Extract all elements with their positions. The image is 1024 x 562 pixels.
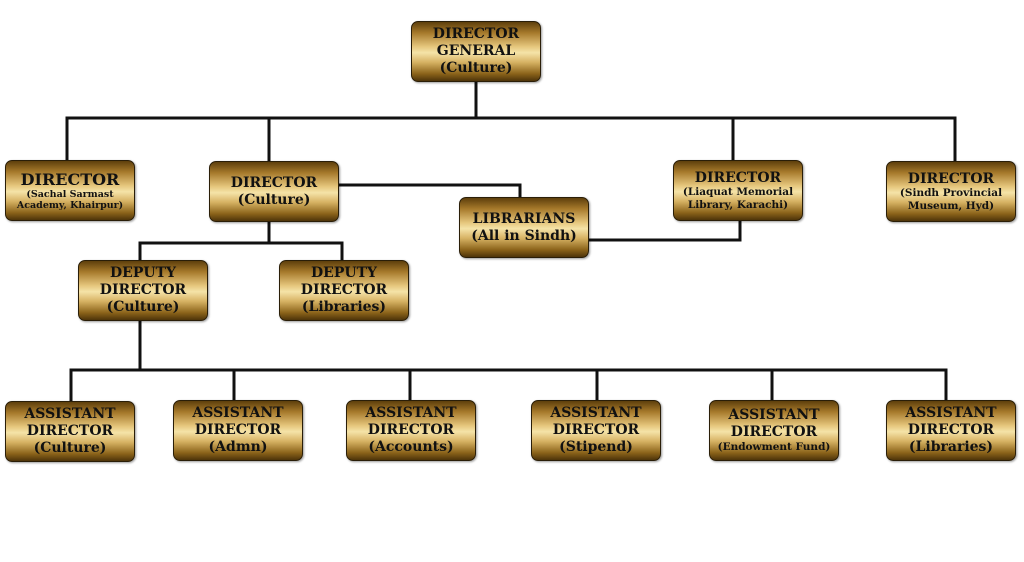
node-title: ASSISTANT <box>24 406 116 423</box>
node-title: GENERAL <box>436 43 516 60</box>
node-subtitle: (Stipend) <box>559 438 633 455</box>
node-title: DIRECTOR <box>694 169 782 186</box>
node-subtitle: (All in Sindh) <box>471 227 577 244</box>
connector-assistants <box>69 319 948 402</box>
node-subtitle: (Endowment Fund) <box>717 441 831 453</box>
node-title: DEPUTY <box>311 265 377 282</box>
node-director-liaquat: DIRECTOR (Liaquat Memorial Library, Kara… <box>673 160 803 221</box>
node-ad-endowment: ASSISTANT DIRECTOR (Endowment Fund) <box>709 400 839 461</box>
node-subtitle: (Culture) <box>106 298 180 315</box>
node-director-museum: DIRECTOR (Sindh Provincial Museum, Hyd) <box>886 161 1016 222</box>
connector-librarians <box>337 183 742 242</box>
node-title: DIRECTOR <box>907 422 995 439</box>
node-librarians: LIBRARIANS (All in Sindh) <box>459 197 589 258</box>
node-subtitle: Library, Karachi) <box>687 198 789 211</box>
node-subtitle: Museum, Hyd) <box>907 199 995 212</box>
node-ad-stipend: ASSISTANT DIRECTOR (Stipend) <box>531 400 661 461</box>
node-subtitle: (Sindh Provincial <box>899 187 1003 200</box>
node-title: DIRECTOR <box>26 423 114 440</box>
node-subtitle: (Admn) <box>208 438 268 455</box>
node-subtitle: (Culture) <box>439 59 513 76</box>
node-title: DEPUTY <box>110 265 176 282</box>
node-subtitle: Academy, Khairpur) <box>16 200 124 212</box>
node-title: DIRECTOR <box>20 169 120 189</box>
node-ad-libraries: ASSISTANT DIRECTOR (Libraries) <box>886 400 1016 461</box>
connector-dg <box>65 80 957 163</box>
node-subtitle: (Libraries) <box>908 438 994 455</box>
node-title: DIRECTOR <box>432 26 520 43</box>
node-subtitle: (Libraries) <box>301 298 387 315</box>
node-title: ASSISTANT <box>192 405 284 422</box>
node-title: ASSISTANT <box>728 407 820 424</box>
node-title: ASSISTANT <box>365 405 457 422</box>
node-director-culture: DIRECTOR (Culture) <box>209 161 339 222</box>
node-deputy-culture: DEPUTY DIRECTOR (Culture) <box>78 260 208 321</box>
node-title: DIRECTOR <box>730 424 818 441</box>
node-subtitle: (Liaquat Memorial <box>682 186 794 199</box>
node-title: DIRECTOR <box>907 170 995 187</box>
node-subtitle: (Culture) <box>237 191 311 208</box>
node-title: DIRECTOR <box>230 174 318 191</box>
node-title: DIRECTOR <box>99 282 187 299</box>
node-title: ASSISTANT <box>550 405 642 422</box>
node-title: DIRECTOR <box>300 282 388 299</box>
node-ad-culture: ASSISTANT DIRECTOR (Culture) <box>5 401 135 462</box>
node-title: DIRECTOR <box>367 422 455 439</box>
node-subtitle: (Sachal Sarmast <box>26 188 114 200</box>
node-title: DIRECTOR <box>194 422 282 439</box>
node-director-general: DIRECTOR GENERAL (Culture) <box>411 21 541 82</box>
node-title: DIRECTOR <box>552 422 640 439</box>
node-director-sachal: DIRECTOR (Sachal Sarmast Academy, Khairp… <box>5 160 135 221</box>
node-title: ASSISTANT <box>905 405 997 422</box>
node-title: LIBRARIANS <box>472 210 576 227</box>
node-ad-accounts: ASSISTANT DIRECTOR (Accounts) <box>346 400 476 461</box>
connector-deputies <box>138 220 344 262</box>
node-deputy-libraries: DEPUTY DIRECTOR (Libraries) <box>279 260 409 321</box>
node-subtitle: (Culture) <box>33 439 107 456</box>
node-subtitle: (Accounts) <box>368 438 454 455</box>
node-ad-admn: ASSISTANT DIRECTOR (Admn) <box>173 400 303 461</box>
